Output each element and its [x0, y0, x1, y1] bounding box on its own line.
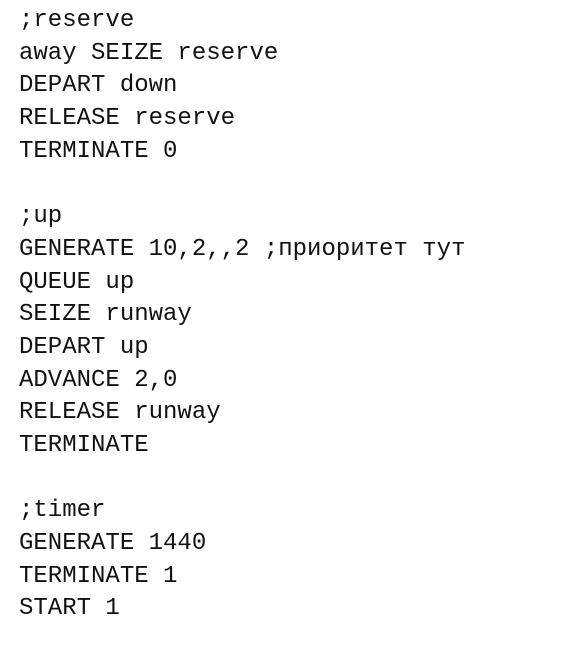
code-line: ;up	[19, 203, 63, 231]
blank-line	[19, 463, 579, 496]
code-line: RELEASE runway	[19, 399, 221, 427]
code-line: away SEIZE reserve	[19, 39, 279, 67]
code-line: START 1	[19, 595, 120, 623]
code-line: SEIZE runway	[19, 301, 192, 329]
code-line: ADVANCE 2,0	[19, 366, 178, 394]
code-line: GENERATE 10,2,,2 ;приоритет тут	[19, 235, 466, 263]
code-line: RELEASE reserve	[19, 105, 236, 133]
code-line: ;timer	[19, 497, 106, 525]
code-line: TERMINATE	[19, 431, 149, 459]
code-line: TERMINATE 0	[19, 137, 178, 165]
blank-line	[19, 168, 579, 201]
code-line: TERMINATE 1	[19, 562, 178, 590]
code-line: DEPART up	[19, 333, 149, 361]
code-line: ;reserve	[19, 7, 135, 34]
code-line: QUEUE up	[19, 268, 135, 296]
code-line: DEPART down	[19, 72, 178, 100]
code-listing: ;reserve away SEIZE reserve DEPART down …	[19, 5, 579, 626]
code-line: GENERATE 1440	[19, 530, 207, 557]
